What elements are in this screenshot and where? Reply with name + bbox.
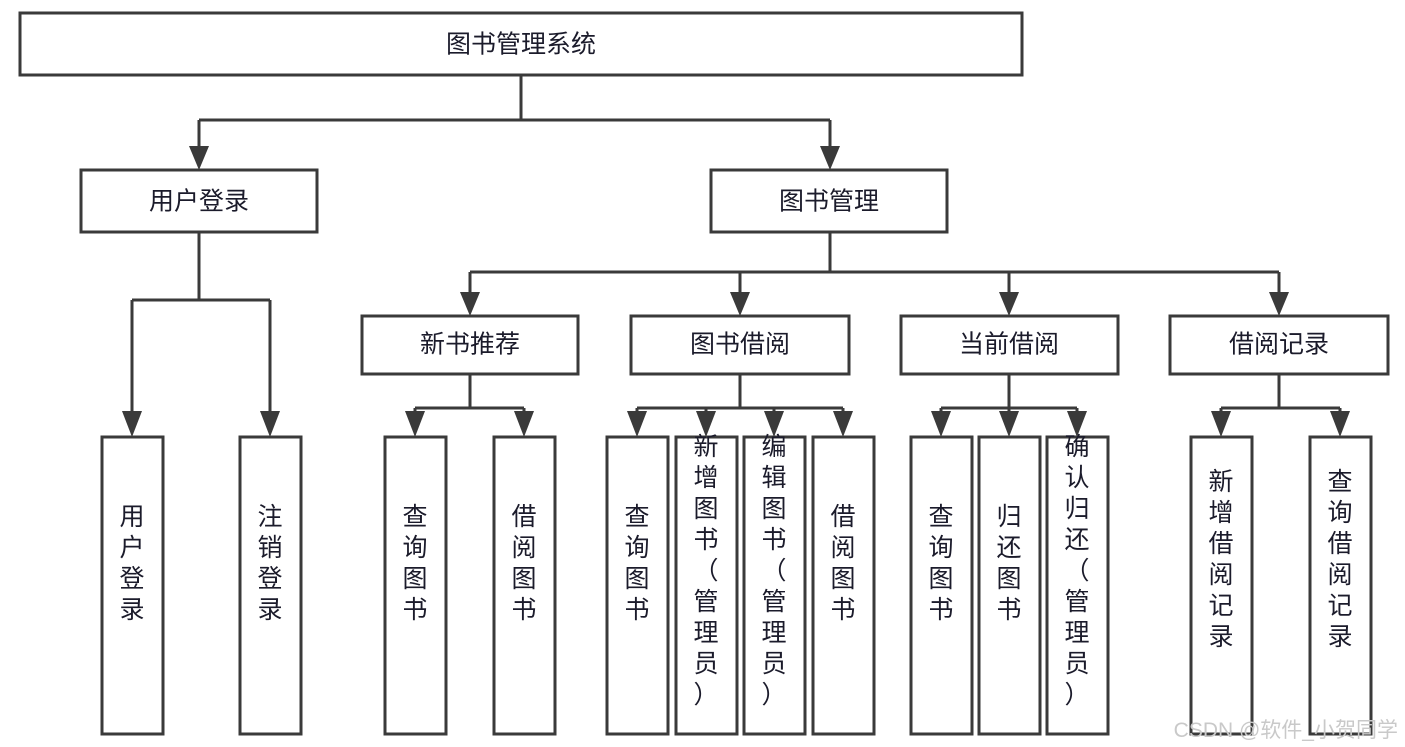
arrow-head-leaf-user-login bbox=[122, 411, 142, 437]
arrow-head-new-book-recommend bbox=[460, 292, 480, 316]
arrow-head-borrow-record bbox=[1269, 292, 1289, 316]
node-book-management-box[interactable] bbox=[709, 168, 949, 234]
leaf-add-book-label: 新增图书（管理员） bbox=[693, 433, 718, 709]
leaf-borrow-book-2-label: 借阅图书 bbox=[830, 503, 855, 624]
leaf-add-record[interactable]: 新增借阅记录 bbox=[1189, 435, 1254, 736]
leaf-edit-book-label: 编辑图书（管理员） bbox=[761, 433, 786, 709]
leaf-edit-book-box[interactable] bbox=[742, 435, 807, 736]
connector-group-book-management bbox=[460, 232, 1289, 316]
arrow-head-book-borrow bbox=[730, 292, 750, 316]
arrow-head-leaf-add-record bbox=[1211, 411, 1231, 437]
leaf-query-record-label: 查询借阅记录 bbox=[1327, 468, 1352, 651]
leaf-query-record[interactable]: 查询借阅记录 bbox=[1308, 435, 1373, 736]
node-root-box[interactable] bbox=[18, 11, 1024, 77]
leaf-query-book-2-box[interactable] bbox=[605, 435, 670, 736]
node-root[interactable]: 图书管理系统 bbox=[18, 11, 1024, 77]
leaf-user-logout-box[interactable] bbox=[238, 435, 303, 736]
node-new-book-recommend-label: 新书推荐 bbox=[420, 331, 520, 359]
leaf-confirm-return-box[interactable] bbox=[1045, 435, 1110, 736]
leaf-query-book-1[interactable]: 查询图书 bbox=[383, 435, 448, 736]
leaf-borrow-book-1-box[interactable] bbox=[492, 435, 557, 736]
leaf-query-book-3[interactable]: 查询图书 bbox=[909, 435, 974, 736]
leaf-query-book-2-label: 查询图书 bbox=[624, 503, 649, 624]
arrow-head-leaf-edit-book bbox=[764, 411, 784, 437]
leaf-return-book[interactable]: 归还图书 bbox=[977, 435, 1042, 736]
leaf-confirm-return-label: 确认归还（管理员） bbox=[1064, 433, 1089, 709]
connector-group-new-book-recommend bbox=[405, 374, 534, 437]
node-book-borrow[interactable]: 图书借阅 bbox=[629, 314, 851, 376]
arrow-head-leaf-query-book-3 bbox=[931, 411, 951, 437]
connector-group-current-borrow bbox=[931, 374, 1087, 437]
node-new-book-recommend-box[interactable] bbox=[360, 314, 580, 376]
leaf-user-login-box[interactable] bbox=[100, 435, 165, 736]
watermark-label: CSDN @软件_小贺同学 bbox=[1174, 719, 1398, 742]
leaf-add-record-box[interactable] bbox=[1189, 435, 1254, 736]
leaf-add-book-box[interactable] bbox=[674, 435, 739, 736]
arrow-head-current-borrow bbox=[999, 292, 1019, 316]
leaf-query-book-1-box[interactable] bbox=[383, 435, 448, 736]
leaf-borrow-book-1-label: 借阅图书 bbox=[511, 503, 536, 624]
node-user-login-box[interactable] bbox=[79, 168, 319, 234]
connector-group-root bbox=[189, 75, 840, 170]
node-book-management[interactable]: 图书管理 bbox=[709, 168, 949, 234]
arrow-head-leaf-borrow-book-2 bbox=[833, 411, 853, 437]
arrow-head-book-management bbox=[820, 146, 840, 170]
node-book-borrow-label: 图书借阅 bbox=[690, 331, 790, 359]
leaf-confirm-return[interactable]: 确认归还（管理员） bbox=[1045, 433, 1110, 736]
node-new-book-recommend[interactable]: 新书推荐 bbox=[360, 314, 580, 376]
node-root-label: 图书管理系统 bbox=[446, 31, 596, 59]
leaf-query-book-2[interactable]: 查询图书 bbox=[605, 435, 670, 736]
leaf-borrow-book-2[interactable]: 借阅图书 bbox=[811, 435, 876, 736]
node-current-borrow-box[interactable] bbox=[899, 314, 1120, 376]
node-book-borrow-box[interactable] bbox=[629, 314, 851, 376]
arrow-head-leaf-user-logout bbox=[260, 411, 280, 437]
node-borrow-record-label: 借阅记录 bbox=[1229, 331, 1329, 359]
leaf-add-book[interactable]: 新增图书（管理员） bbox=[674, 433, 739, 736]
leaf-query-record-box[interactable] bbox=[1308, 435, 1373, 736]
arrow-head-leaf-return-book bbox=[999, 411, 1019, 437]
leaf-user-login[interactable]: 用户登录 bbox=[100, 435, 165, 736]
leaf-return-book-label: 归还图书 bbox=[996, 503, 1021, 624]
leaf-query-book-3-label: 查询图书 bbox=[928, 503, 953, 624]
leaf-return-book-box[interactable] bbox=[977, 435, 1042, 736]
node-borrow-record[interactable]: 借阅记录 bbox=[1168, 314, 1390, 376]
arrow-head-user-login bbox=[189, 146, 209, 170]
leaf-query-book-1-label: 查询图书 bbox=[402, 503, 427, 624]
leaf-borrow-book-2-box[interactable] bbox=[811, 435, 876, 736]
node-borrow-record-box[interactable] bbox=[1168, 314, 1390, 376]
node-current-borrow-label: 当前借阅 bbox=[959, 331, 1059, 359]
node-current-borrow[interactable]: 当前借阅 bbox=[899, 314, 1120, 376]
connector-group-borrow-record bbox=[1211, 374, 1350, 437]
leaf-add-record-label: 新增借阅记录 bbox=[1208, 468, 1233, 651]
node-book-management-label: 图书管理 bbox=[779, 188, 879, 216]
leaf-query-book-3-box[interactable] bbox=[909, 435, 974, 736]
leaf-user-logout[interactable]: 注销登录 bbox=[238, 435, 303, 736]
arrow-head-leaf-add-book bbox=[696, 411, 716, 437]
arrow-head-leaf-borrow-book-1 bbox=[514, 411, 534, 437]
arrow-head-leaf-confirm-return bbox=[1067, 411, 1087, 437]
leaf-user-login-label: 用户登录 bbox=[119, 503, 144, 624]
node-user-login-label: 用户登录 bbox=[149, 188, 249, 216]
connector-group-book-borrow bbox=[627, 374, 853, 437]
node-user-login[interactable]: 用户登录 bbox=[79, 168, 319, 234]
arrow-head-leaf-query-record bbox=[1330, 411, 1350, 437]
arrow-head-leaf-query-book-1 bbox=[405, 411, 425, 437]
connector-group-user-login bbox=[122, 232, 280, 437]
leaf-user-logout-label: 注销登录 bbox=[257, 503, 282, 624]
arrow-head-leaf-query-book-2 bbox=[627, 411, 647, 437]
leaf-edit-book[interactable]: 编辑图书（管理员） bbox=[742, 433, 807, 736]
leaf-borrow-book-1[interactable]: 借阅图书 bbox=[492, 435, 557, 736]
